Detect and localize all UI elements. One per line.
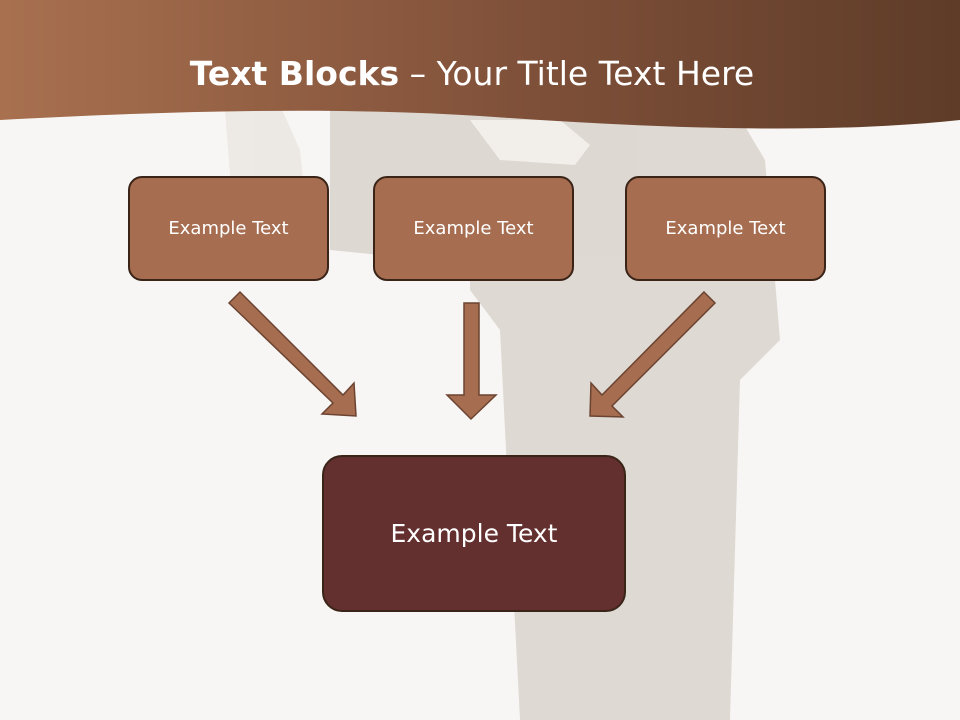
text-block-3-label: Example Text bbox=[665, 218, 786, 239]
title-rest: Your Title Text Here bbox=[436, 54, 755, 93]
arrow-right-icon bbox=[589, 290, 717, 418]
text-block-2-label: Example Text bbox=[413, 218, 534, 239]
title-dash: – bbox=[399, 54, 437, 93]
arrow-left-icon bbox=[227, 290, 357, 417]
text-block-1-label: Example Text bbox=[168, 218, 289, 239]
arrow-center-icon bbox=[445, 302, 498, 421]
title-bold: Text Blocks bbox=[189, 54, 400, 93]
text-block-1: Example Text bbox=[128, 176, 329, 281]
main-text-block: Example Text bbox=[322, 455, 626, 612]
text-block-2: Example Text bbox=[373, 176, 574, 281]
page-title: Text Blocks – Your Title Text Here bbox=[0, 52, 944, 96]
header-band bbox=[0, 0, 960, 129]
text-block-3: Example Text bbox=[625, 176, 826, 281]
main-text-block-label: Example Text bbox=[390, 519, 558, 548]
